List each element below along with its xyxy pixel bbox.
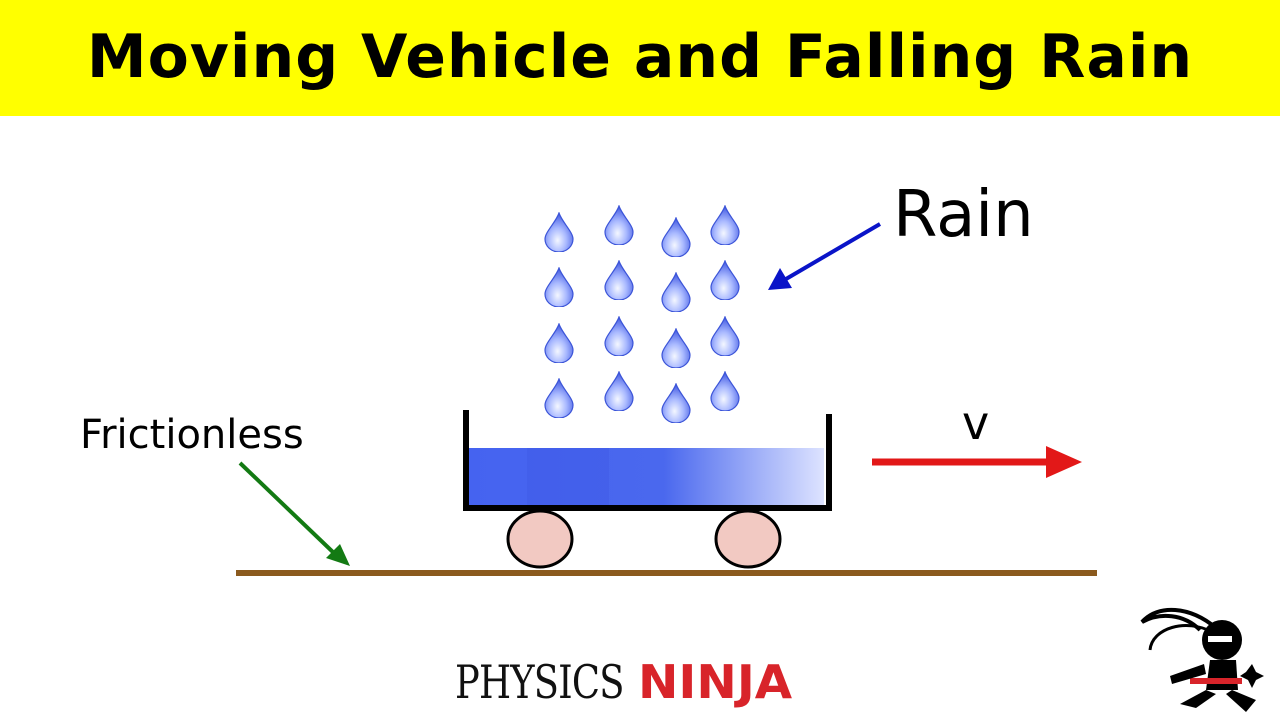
raindrop-icon (710, 371, 740, 411)
raindrop-icon (661, 217, 691, 257)
velocity-arrow (872, 446, 1082, 478)
raindrop-icon (544, 378, 574, 418)
raindrop-icon (604, 371, 634, 411)
raindrop-icon (661, 383, 691, 423)
logo-physics-text: PHYSICS (455, 655, 624, 709)
raindrop-icon (661, 328, 691, 368)
cart-body (463, 410, 832, 511)
raindrop-icon (604, 316, 634, 356)
rain-label: Rain (893, 178, 1034, 252)
raindrop-icon (661, 272, 691, 312)
raindrops (544, 205, 740, 423)
page-title: Moving Vehicle and Falling Rain (86, 22, 1194, 92)
raindrop-icon (710, 260, 740, 300)
cart-water (468, 448, 824, 506)
logo-ninja-text: NINJA (637, 655, 792, 709)
frictionless-arrow (238, 461, 350, 566)
velocity-label: v (962, 396, 990, 450)
ninja-mascot-icon (1140, 608, 1264, 712)
raindrop-icon (710, 205, 740, 245)
title-banner: Moving Vehicle and Falling Rain (0, 0, 1280, 116)
raindrop-icon (544, 267, 574, 307)
rain-arrow (768, 222, 882, 290)
raindrop-icon (544, 212, 574, 252)
raindrop-icon (710, 316, 740, 356)
raindrop-icon (604, 205, 634, 245)
raindrop-icon (604, 260, 634, 300)
frictionless-label: Frictionless (80, 412, 304, 458)
wheel-right (714, 509, 782, 569)
wheel-left (506, 509, 574, 569)
raindrop-icon (544, 323, 574, 363)
